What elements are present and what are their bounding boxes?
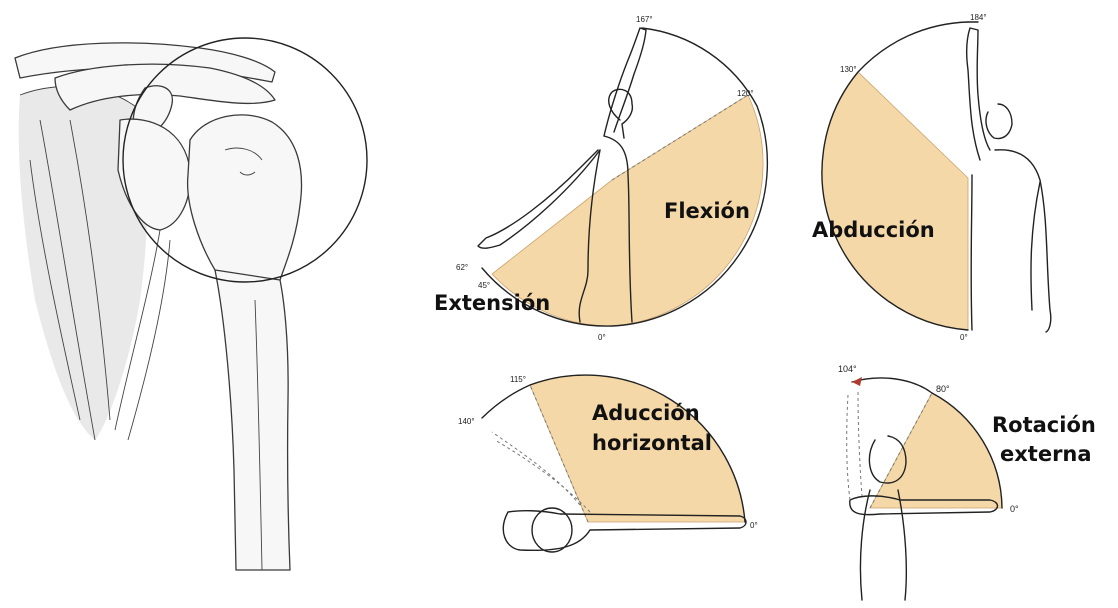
extension-label: Extensión <box>434 291 550 315</box>
aduccion-panel: 115° 140° 0° Aducción horizontal <box>458 375 758 552</box>
abduccion-deg-upper-left: 130° <box>840 65 857 74</box>
flexion-deg-lower-left: 45° <box>478 281 490 290</box>
rotacion-arc <box>852 378 932 393</box>
rotacion-sector <box>870 393 1002 508</box>
abduccion-sector <box>822 72 968 330</box>
flexion-deg-top: 167° <box>636 15 653 24</box>
flexion-label: Flexión <box>664 199 750 223</box>
abduccion-panel: 184° 130° 0° Abducción <box>812 13 1051 342</box>
abduccion-label: Abducción <box>812 218 935 242</box>
aduccion-deg-right: 0° <box>750 521 758 530</box>
flexion-deg-bottom: 0° <box>598 333 606 342</box>
aduccion-deg-top: 115° <box>510 375 526 384</box>
rotacion-panel: 104° 80° 0° Rotación externa <box>838 364 1096 600</box>
rotacion-deg-top-right: 80° <box>936 384 950 394</box>
flexion-deg-left: 62° <box>456 263 468 272</box>
shoulder-anatomy-illustration <box>15 43 302 570</box>
rotation-arrow-icon <box>852 377 862 386</box>
aduccion-deg-left: 140° <box>458 417 475 426</box>
abduccion-deg-top: 184° <box>970 13 987 22</box>
aduccion-label-line2: horizontal <box>592 431 712 455</box>
rotacion-deg-right: 0° <box>1010 504 1019 514</box>
abduccion-deg-bottom: 0° <box>960 333 968 342</box>
rotacion-label-line2: externa <box>1000 442 1092 466</box>
rotacion-deg-top-left: 104° <box>838 364 857 374</box>
flexion-panel: 167° 120° 62° 45° 0° Flexión Extensión <box>434 15 767 342</box>
flexion-deg-upper-right: 120° <box>737 89 754 98</box>
aduccion-label-line1: Aducción <box>592 401 700 425</box>
rotacion-label-line1: Rotación <box>992 413 1096 437</box>
